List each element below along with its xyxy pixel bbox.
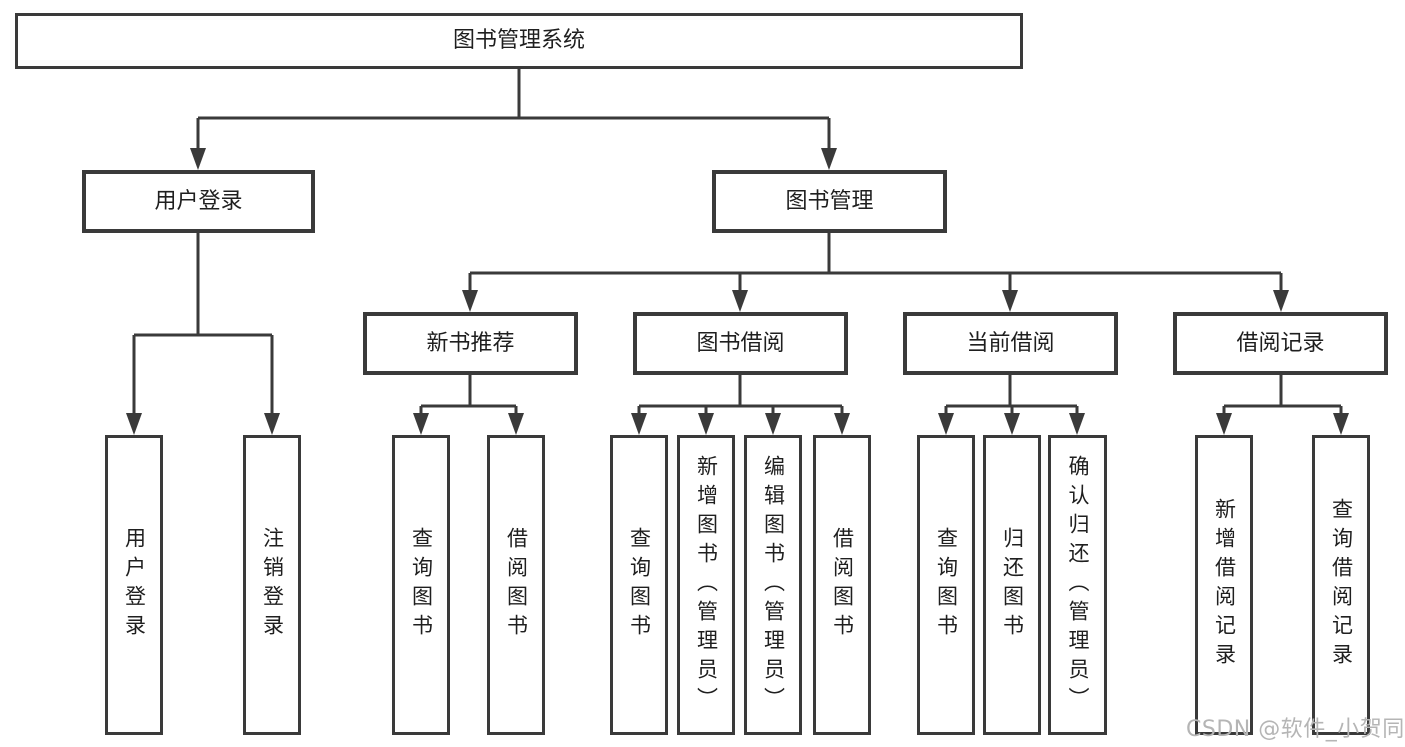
leaf-add-borrow-record-label: 新增借阅记录 [1212,498,1237,672]
leaf-query-borrow-record: 查询借阅记录 [1312,435,1370,735]
node-new-book-recommend-label: 新书推荐 [426,330,515,356]
leaf-logout-label: 注销登录 [260,527,285,643]
connector-borrow-records-to-leaves [1222,375,1343,416]
leaf-return-book: 归还图书 [983,435,1041,735]
leaf-confirm-return-admin-label: 确认归还（管理员） [1066,454,1090,716]
connector-current-borrow-to-leaves [944,375,1079,416]
node-borrow-records: 借阅记录 [1173,312,1388,375]
leaf-confirm-return-admin: 确认归还（管理员） [1048,435,1107,735]
leaf-user-login-label: 用户登录 [122,527,147,643]
leaf-return-book-label: 归还图书 [1000,527,1025,643]
leaf-add-book-admin-label: 新增图书（管理员） [694,454,719,716]
node-current-borrow: 当前借阅 [903,312,1118,375]
leaf-user-login: 用户登录 [105,435,163,735]
node-user-login-branch: 用户登录 [82,170,315,233]
connector-root-to-level2 [196,69,831,152]
node-book-borrow: 图书借阅 [633,312,848,375]
leaf-add-book-admin: 新增图书（管理员） [677,435,735,735]
leaf-current-query-book-label: 查询图书 [934,527,959,643]
connector-user-login-to-leaves [132,233,274,416]
node-new-book-recommend: 新书推荐 [363,312,578,375]
connector-new-book-to-leaves [419,375,518,416]
connector-book-mgmt-to-level3 [468,233,1283,292]
node-current-borrow-label: 当前借阅 [966,330,1055,356]
node-book-borrow-label: 图书借阅 [696,330,785,356]
leaf-newbook-query-book: 查询图书 [392,435,450,735]
leaf-newbook-query-book-label: 查询图书 [409,527,434,643]
node-book-management-label: 图书管理 [785,188,874,214]
leaf-add-borrow-record: 新增借阅记录 [1195,435,1253,735]
leaf-borrow-query-book: 查询图书 [610,435,668,735]
leaf-edit-book-admin-label: 编辑图书（管理员） [761,454,786,716]
leaf-borrow-book: 借阅图书 [813,435,871,735]
leaf-logout: 注销登录 [243,435,301,735]
node-root-label: 图书管理系统 [452,28,585,53]
leaf-current-query-book: 查询图书 [917,435,975,735]
node-borrow-records-label: 借阅记录 [1236,330,1325,356]
leaf-newbook-borrow-book: 借阅图书 [487,435,545,735]
leaf-newbook-borrow-book-label: 借阅图书 [504,527,529,643]
leaf-borrow-query-book-label: 查询图书 [627,527,652,643]
node-root: 图书管理系统 [15,13,1023,69]
connector-book-borrow-to-leaves [637,375,844,416]
csdn-watermark: CSDN @软件_小贺同学 [1186,717,1405,742]
node-book-management: 图书管理 [712,170,947,233]
leaf-query-borrow-record-label: 查询借阅记录 [1329,498,1354,672]
node-user-login-branch-label: 用户登录 [154,188,243,214]
leaf-edit-book-admin: 编辑图书（管理员） [744,435,802,735]
leaf-borrow-book-label: 借阅图书 [830,527,855,643]
